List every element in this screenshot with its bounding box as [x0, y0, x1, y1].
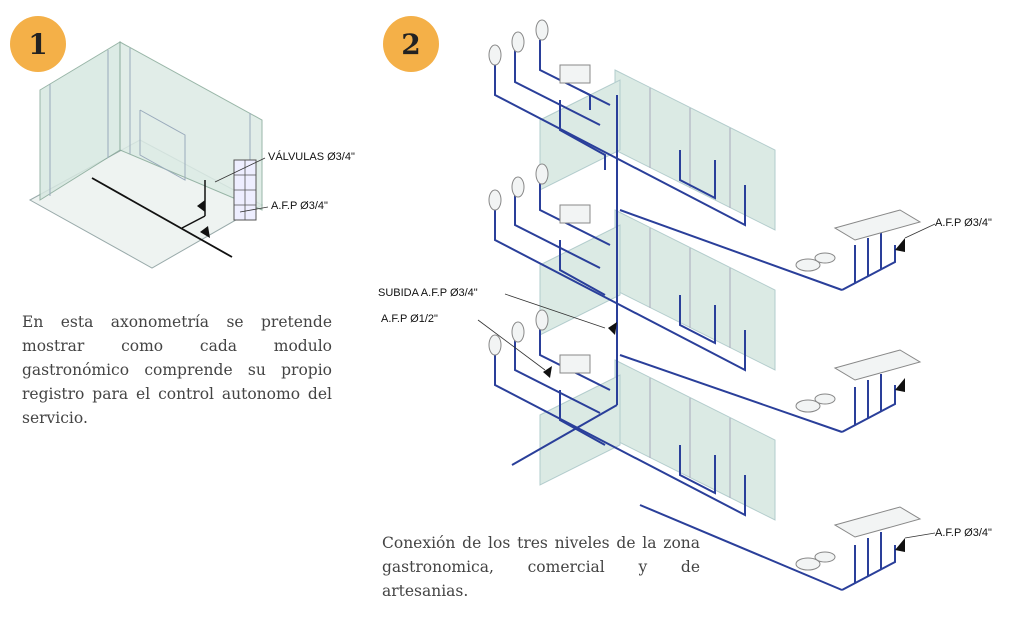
description-paragraph-2: Conexión de los tres niveles de la zona … — [382, 534, 700, 600]
step-1-number: 1 — [28, 27, 48, 61]
step-2-number: 2 — [401, 27, 421, 61]
description-paragraph-1: En esta axonometría se pretende mostrar … — [22, 313, 332, 427]
three-level-drawing — [477, 19, 936, 591]
afp-right-top-label: A.F.P Ø3/4" — [935, 217, 992, 229]
step-1-badge: 1 — [10, 16, 66, 72]
afp-left-label: A.F.P Ø3/4" — [271, 200, 328, 212]
subida-label: SUBIDA A.F.P Ø3/4" — [378, 287, 478, 299]
afp-right-bottom-label: A.F.P Ø3/4" — [935, 527, 992, 539]
module-room-drawing — [28, 41, 269, 269]
afp-half-label: A.F.P Ø1/2" — [381, 313, 438, 325]
valvulas-label: VÁLVULAS Ø3/4" — [268, 151, 355, 163]
step-2-badge: 2 — [383, 16, 439, 72]
